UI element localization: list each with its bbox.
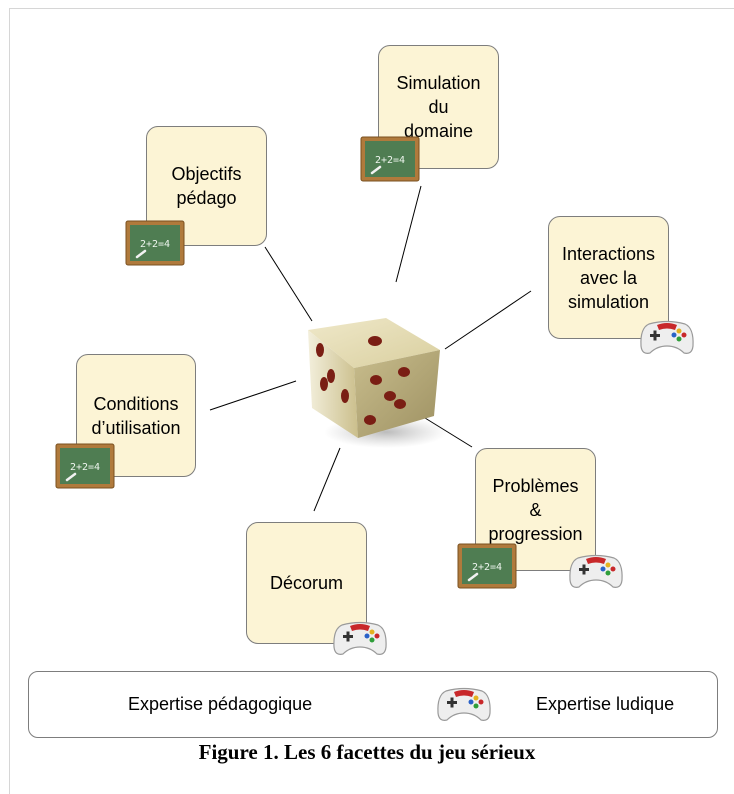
chalkboard-text: 2+2=4 [472, 562, 502, 573]
figure-frame [9, 8, 734, 794]
dice-icon [308, 318, 446, 448]
gamepad-icon [333, 621, 387, 655]
facet-label: Objectifs pédago [171, 164, 242, 208]
connector-simulation [395, 185, 422, 283]
figure-caption: Figure 1. Les 6 facettes du jeu sérieux [198, 740, 536, 764]
facet-label: Décorum [269, 573, 344, 593]
legend-box [28, 671, 718, 738]
gamepad-icon [640, 320, 694, 354]
connector-decorum [313, 447, 341, 512]
chalkboard-icon: 2+2=4 [55, 443, 115, 489]
facet-label: Simulation du domaine [396, 73, 481, 141]
legend-label-ludique: Expertise ludique [536, 694, 675, 714]
facet-label: Interactions avec la simulation [561, 243, 656, 312]
gamepad-icon [437, 687, 491, 721]
chalkboard-icon: 2+2=4 [125, 220, 185, 266]
facet-interactions-simulation: Interactions avec la simulation [548, 216, 669, 339]
connector-objectifs [264, 246, 313, 322]
chalkboard-text: 2+2=4 [375, 155, 405, 166]
connector-conditions [209, 380, 297, 411]
facet-label: Problèmes & progression [488, 475, 583, 544]
facet-conditions-utilisation: Conditions d’utilisation [76, 354, 196, 477]
legend-label-pedagogique: Expertise pédagogique [128, 694, 313, 714]
connector-interactions [444, 290, 532, 350]
facet-label: Conditions d’utilisation [91, 393, 181, 438]
chalkboard-icon: 2+2=4 [360, 136, 420, 182]
chalkboard-text: 2+2=4 [70, 462, 100, 473]
gamepad-icon [569, 554, 623, 588]
chalkboard-icon: 2+2=4 [457, 543, 517, 589]
chalkboard-text: 2+2=4 [140, 239, 170, 250]
